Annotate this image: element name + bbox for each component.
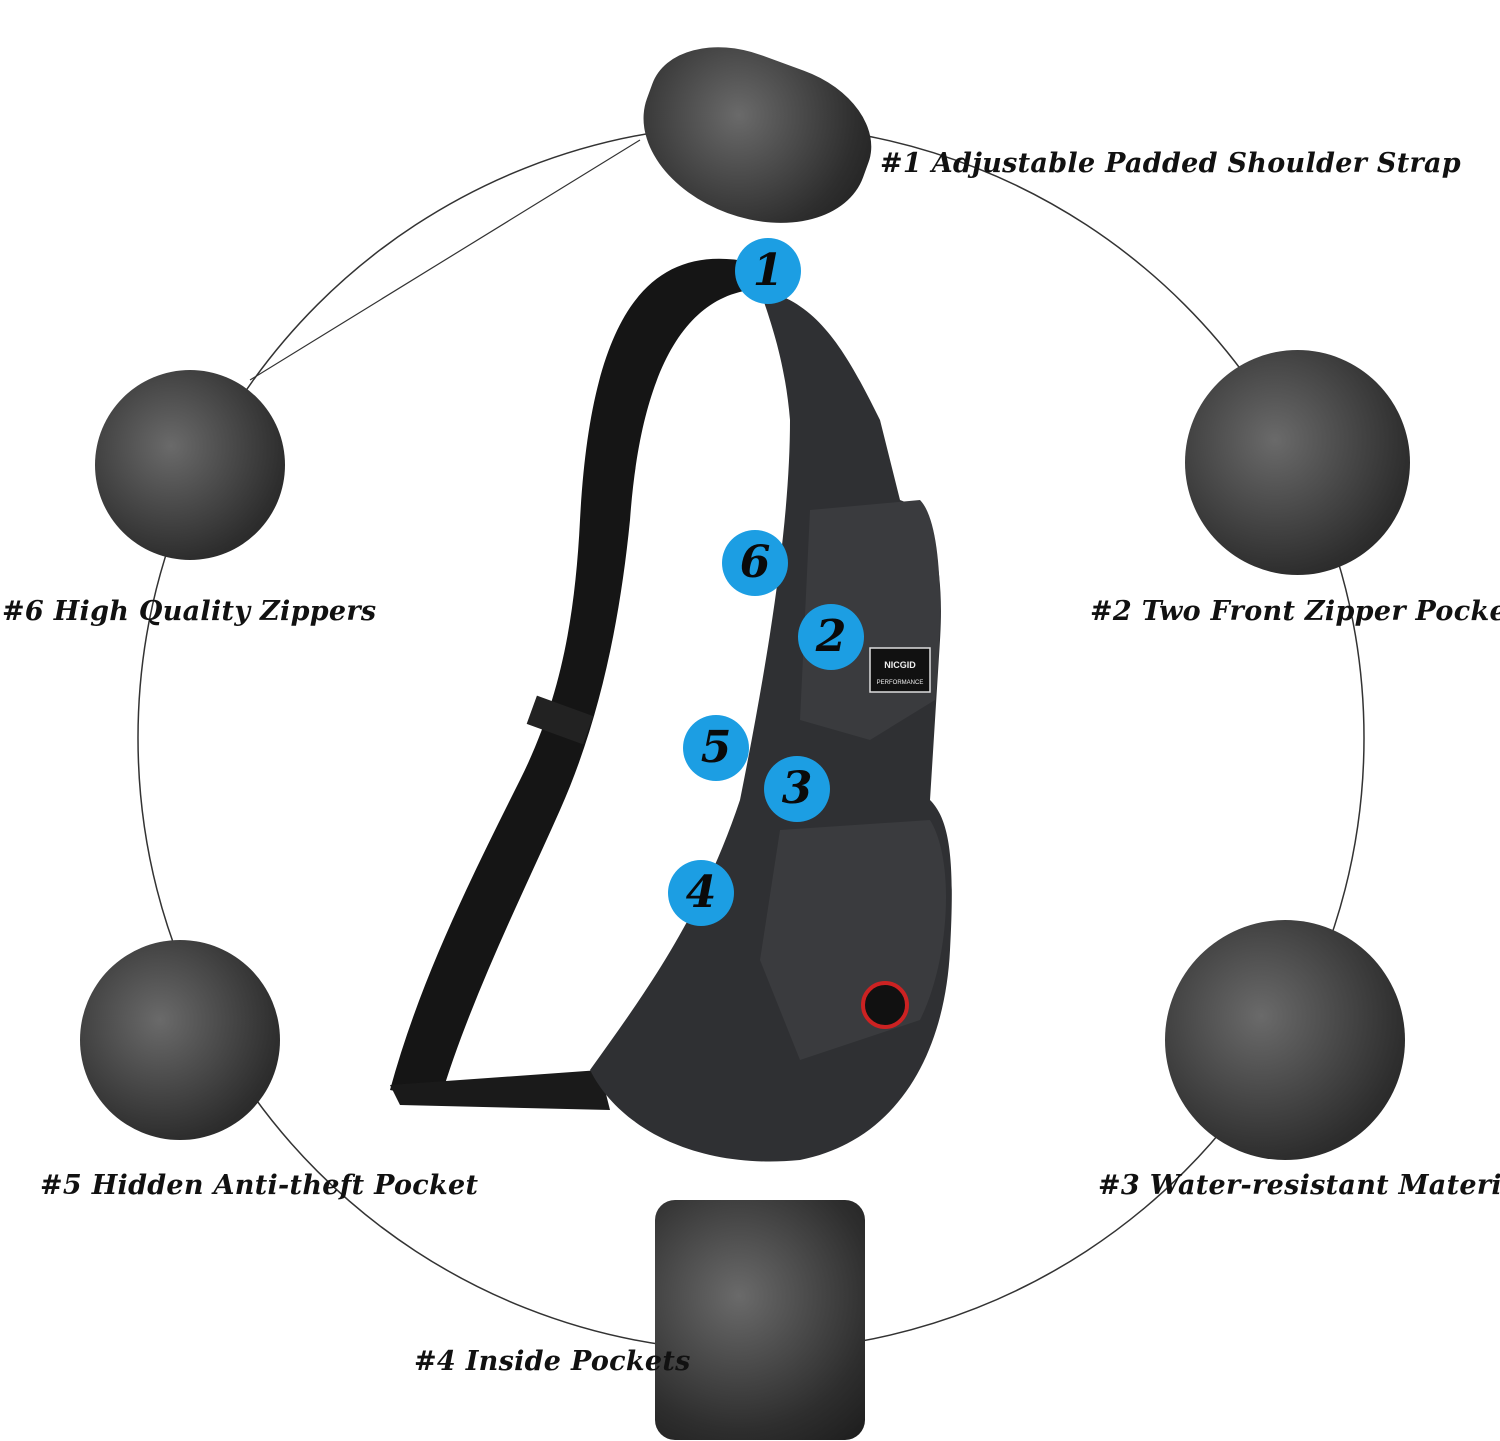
shoulder-strap [390,258,750,1101]
brand-patch-subtext: PERFORMANCE [877,680,924,686]
front-pockets-detail-image [1185,350,1410,575]
feature-label-2: #2 Two Front Zipper Pockets [1090,596,1500,627]
feature-badge-4: 4 [668,860,734,926]
strap-bottom [390,1070,610,1110]
zippers-detail-image [95,370,285,560]
feature-badge-1: 1 [735,238,801,304]
feature-label-5: #5 Hidden Anti-theft Pocket [40,1170,479,1201]
inside-pockets-detail-image [655,1200,865,1440]
brand-patch [869,647,931,693]
feature-badge-2: 2 [798,604,864,670]
feature-label-1: #1 Adjustable Padded Shoulder Strap [880,148,1461,179]
feature-badge-3: 3 [764,756,830,822]
hidden-pocket-detail-image [80,940,280,1140]
feature-label-3: #3 Water-resistant Material [1098,1170,1500,1201]
feature-label-6: #6 High Quality Zippers [2,596,377,627]
feature-label-4: #4 Inside Pockets [414,1346,691,1377]
feature-ring [137,124,1365,1352]
strap-buckle [526,695,594,745]
connector-lines [249,139,641,381]
feature-badge-6: 6 [722,530,788,596]
brand-patch-text: NICGID [884,660,916,670]
feature-badge-5: 5 [683,715,749,781]
material-detail-image [1165,920,1405,1160]
red-logo [861,981,909,1029]
